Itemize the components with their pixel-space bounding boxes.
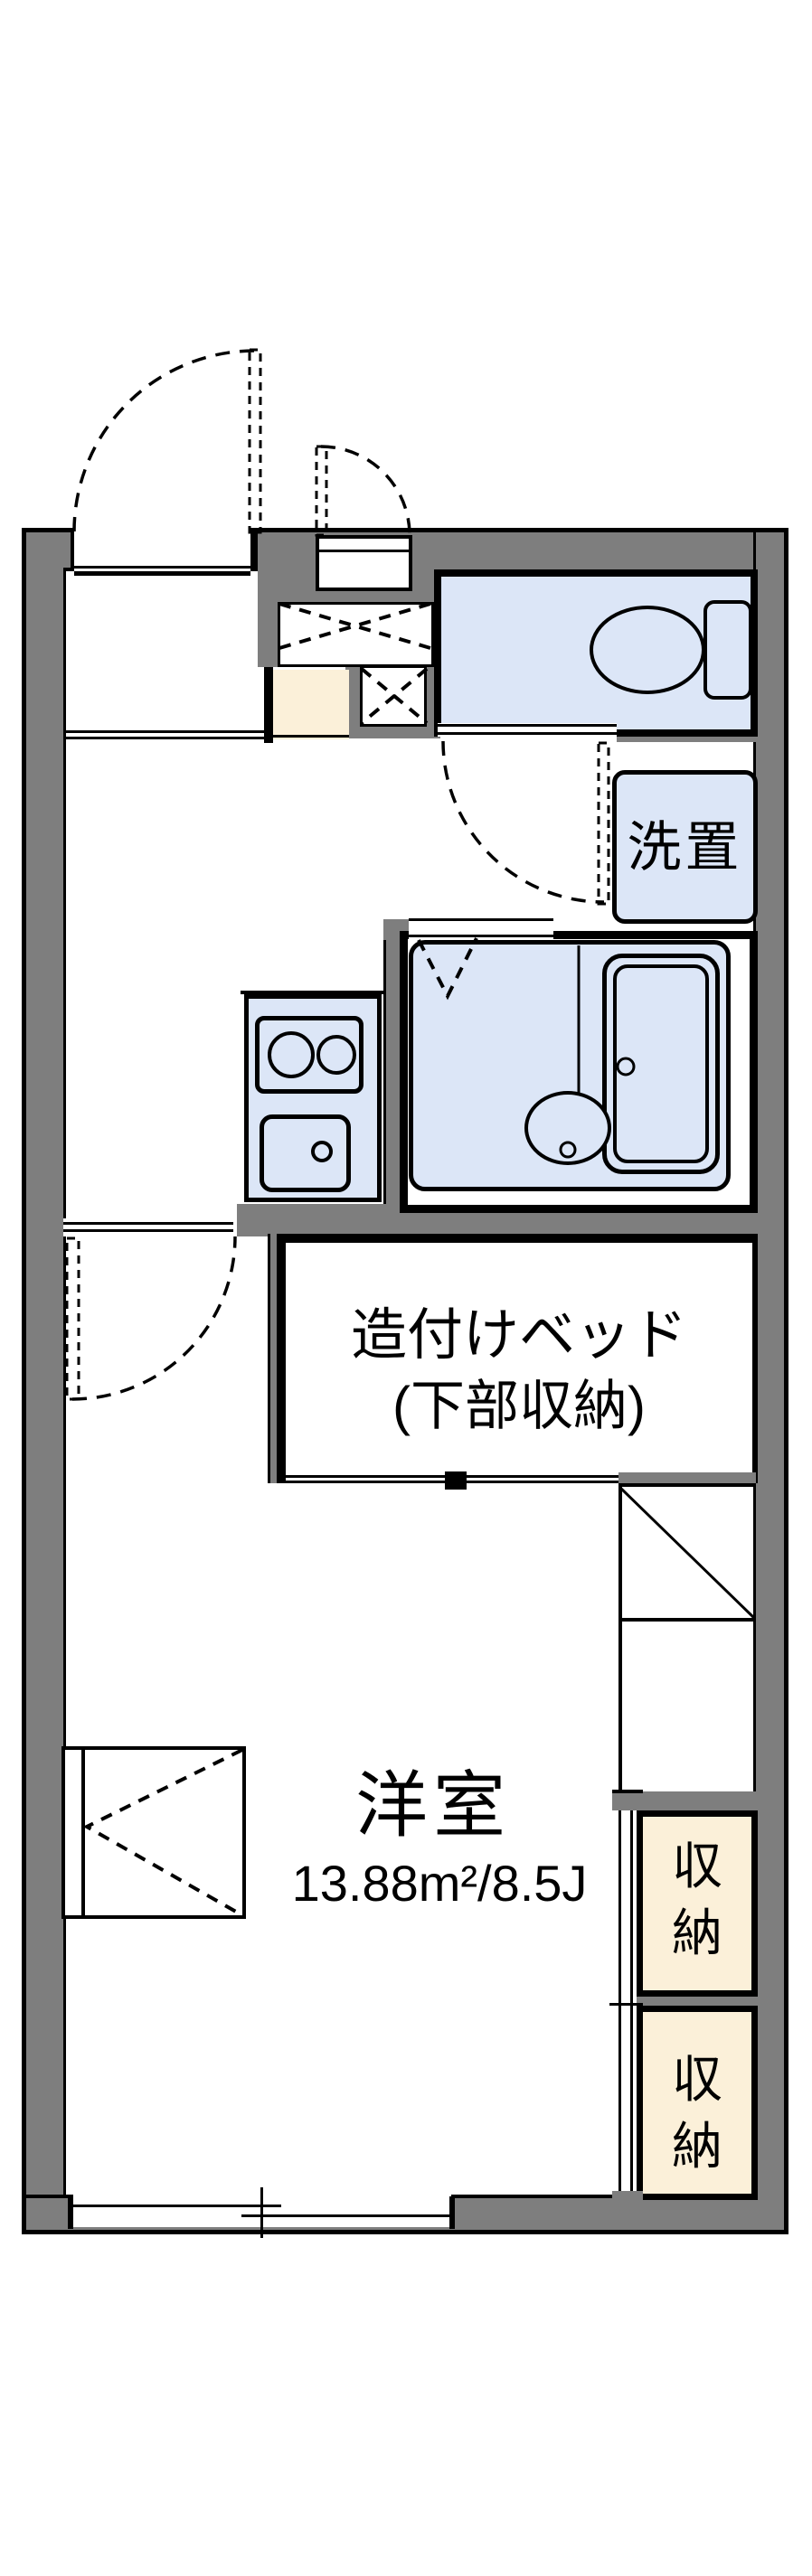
fridge-niche-top-line — [618, 1483, 756, 1487]
step-line-2 — [63, 737, 264, 739]
entrance-opening — [74, 523, 250, 571]
shoe-cabinet-lower — [360, 665, 427, 727]
room-door-line-2 — [63, 1229, 233, 1232]
step-line-1 — [63, 730, 264, 733]
built-in-bed — [277, 1234, 758, 1483]
bathtub-inner — [613, 964, 709, 1163]
toilet-room — [434, 569, 758, 737]
meterbox-door-swing — [315, 445, 411, 537]
washer-area: 洗置 — [612, 770, 758, 924]
entrance-inner-edge — [74, 571, 250, 576]
bay-shelf-box — [61, 1746, 246, 1919]
bath-opening-line-1 — [409, 918, 553, 921]
fridge-niche-mid-line — [618, 1618, 756, 1622]
wall-edge-bottom-left — [26, 2195, 73, 2198]
genkan-floor — [273, 670, 349, 739]
fridge-niche-bottom-tick — [612, 1790, 643, 1793]
main-room-size-label: 13.88m²/8.5J — [291, 1855, 588, 1912]
wall-shoe-frame-bottom — [345, 725, 440, 738]
wall-door-nub — [233, 1218, 241, 1236]
wall-bed-left-strip — [268, 1234, 279, 1483]
window-pane-line-2 — [241, 2214, 449, 2217]
entrance-door-leaf — [248, 348, 262, 534]
wall-edge-bottom-right — [451, 2195, 756, 2198]
entrance-jamb-left — [71, 532, 74, 571]
closet-bottom-step — [612, 2191, 643, 2200]
closet-door-tick — [609, 2003, 643, 2006]
kitchen-counter-line — [241, 991, 383, 994]
main-room-label: 洋室 — [355, 1765, 511, 1846]
window-pane-line-1 — [73, 2205, 281, 2207]
entrance-door-swing — [72, 348, 262, 534]
genkan-line — [273, 735, 349, 738]
bed-label-line2: (下部収納) — [392, 1376, 646, 1437]
meterbox-door-leaf — [315, 445, 328, 537]
stove-icon — [255, 1016, 364, 1094]
closet-lower-label: 収納 — [672, 2051, 722, 2175]
room-door-opening — [63, 1218, 237, 1236]
toilet-opening-line-1 — [438, 724, 617, 727]
genkan-edge — [264, 667, 273, 743]
bed-label: 造付けベッド (下部収納) — [286, 1303, 752, 1437]
window-center-tick — [260, 2187, 263, 2238]
window-end-bar-left — [68, 2196, 73, 2229]
meter-box-niche — [316, 535, 412, 591]
room-door-line-1 — [63, 1222, 233, 1225]
entrance-threshold-line — [74, 566, 250, 569]
closet-lower: 収納 — [637, 2006, 758, 2200]
outer-wall-left — [26, 532, 63, 2230]
bath-opening-line-2 — [409, 935, 553, 937]
sink-icon — [260, 1114, 351, 1192]
outer-wall-right — [756, 532, 784, 2230]
closet-divider — [637, 1997, 756, 2006]
wall-edge-left — [63, 532, 66, 2198]
wall-shoe-frame-left — [345, 667, 360, 738]
fridge-niche-left-line — [618, 1487, 622, 1791]
bed-label-line1: 造付けベッド — [350, 1304, 687, 1367]
bay-shelf-inner-line — [81, 1746, 85, 1919]
kitchen-unit — [244, 994, 382, 1202]
fridge-niche-bottom-band — [612, 1791, 756, 1810]
bed-bottom-mullion — [445, 1471, 467, 1490]
bathtub-icon — [602, 954, 720, 1174]
shoe-cabinet-upper — [278, 602, 434, 667]
window-end-bar-right — [449, 2196, 455, 2229]
closet-upper: 収納 — [637, 1810, 758, 1997]
entrance-jamb-right — [250, 532, 258, 571]
fridge-niche-top-band — [618, 1472, 756, 1483]
washer-label: 洗置 — [627, 816, 743, 878]
wall-kitchen-strip — [383, 919, 400, 1204]
closet-upper-label: 収納 — [672, 1838, 722, 1961]
toilet-opening-line-2 — [438, 732, 617, 735]
meter-box-line — [319, 550, 409, 552]
